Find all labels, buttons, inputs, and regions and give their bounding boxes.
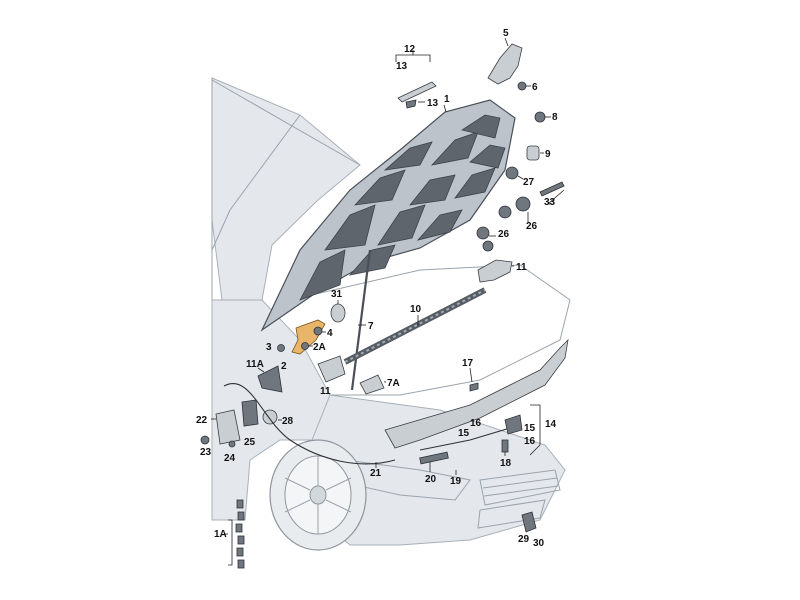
label-12: 12	[404, 44, 416, 55]
label-5: 5	[503, 28, 509, 39]
sleeve-20	[419, 451, 449, 465]
seal-plate-11A	[257, 365, 283, 393]
latch-11-left	[317, 355, 346, 383]
label-30: 30	[533, 538, 545, 549]
label-23: 23	[200, 447, 212, 458]
parts	[200, 43, 569, 569]
car-body	[211, 77, 571, 551]
label-29: 29	[518, 534, 530, 545]
cover-7A	[359, 374, 385, 395]
label-1: 1	[444, 94, 450, 105]
label-2: 2	[281, 361, 287, 372]
latch-11-right	[477, 259, 513, 283]
clip-27	[505, 166, 519, 180]
windshield	[211, 77, 361, 301]
label-4: 4	[327, 328, 333, 339]
label-18: 18	[500, 458, 512, 469]
label-11-left: 11	[320, 386, 331, 397]
label-24: 24	[224, 453, 236, 464]
screw-17	[469, 382, 479, 392]
label-25: 25	[244, 437, 256, 448]
label-6: 6	[532, 82, 538, 93]
bracket-22	[215, 409, 241, 445]
callout-labels: 1 1A 2 2A 3 4 5 6 7 7A 8 9 10 11 11 11A …	[196, 28, 558, 549]
clip-set-1A	[235, 499, 245, 569]
bracket-25	[241, 399, 259, 427]
bolt-3	[277, 344, 285, 352]
label-16-a: 16	[470, 418, 482, 429]
bracket-29	[521, 511, 537, 533]
label-26-lower: 26	[498, 229, 510, 240]
clip-24	[228, 440, 236, 448]
label-14: 14	[545, 419, 557, 430]
label-13-top: 13	[396, 61, 408, 72]
lock-15	[504, 414, 523, 435]
hood-strut	[350, 249, 372, 391]
label-9: 9	[545, 149, 551, 160]
grommet-31	[330, 303, 346, 323]
clip-13	[405, 99, 417, 109]
label-22: 22	[196, 415, 208, 426]
hood	[260, 99, 516, 391]
label-19: 19	[450, 476, 462, 487]
bolt-2A	[301, 342, 309, 350]
nut-6	[517, 81, 527, 91]
grommet-26-mid	[498, 205, 512, 219]
leader-lines	[211, 37, 565, 566]
handle-12	[397, 81, 437, 103]
front-wheel	[269, 439, 367, 551]
label-8: 8	[552, 112, 558, 123]
seal-strip-33	[539, 181, 565, 197]
bump-stop-9	[526, 145, 540, 161]
clip-23	[200, 435, 210, 445]
label-11-right: 11	[516, 262, 527, 273]
label-7: 7	[368, 321, 374, 332]
nut-4	[313, 326, 323, 336]
label-28: 28	[282, 416, 294, 427]
label-13: 13	[427, 98, 439, 109]
label-15-a: 15	[458, 428, 470, 439]
grommet-26-lower-b	[482, 240, 494, 252]
label-16-b: 16	[524, 436, 536, 447]
bolt-8	[534, 111, 546, 123]
label-26-upper: 26	[526, 221, 538, 232]
label-7A: 7A	[387, 378, 400, 389]
label-17: 17	[462, 358, 474, 369]
grille	[477, 469, 561, 529]
label-2A: 2A	[313, 342, 326, 353]
release-cable-21	[223, 383, 396, 465]
release-cable-19	[419, 424, 521, 451]
label-21: 21	[370, 468, 382, 479]
label-33: 33	[544, 197, 556, 208]
grommet-26-lower-a	[476, 226, 490, 240]
label-15-b: 15	[524, 423, 536, 434]
hood-inner-frame	[299, 114, 506, 301]
grommet-26-upper	[515, 196, 531, 212]
screw-18	[501, 439, 509, 453]
hinge-5	[487, 43, 523, 85]
label-20: 20	[425, 474, 437, 485]
label-1A: 1A	[214, 529, 227, 540]
label-10: 10	[410, 304, 422, 315]
crossbar-14	[384, 338, 569, 449]
label-31: 31	[331, 289, 343, 300]
label-27: 27	[523, 177, 535, 188]
label-3: 3	[266, 342, 272, 353]
label-11A: 11A	[246, 359, 264, 370]
